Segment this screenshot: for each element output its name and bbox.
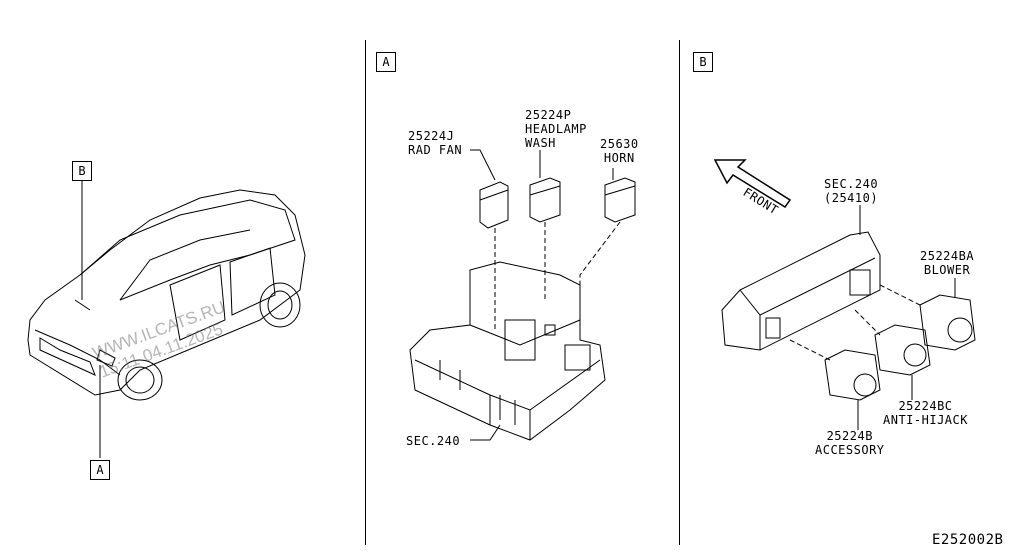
diagram-id: E252002B: [932, 532, 1004, 548]
panel-b-tag: B: [693, 52, 713, 72]
panel-divider-2: [679, 40, 680, 545]
callout-a-tag: A: [90, 460, 110, 480]
relays-b: [824, 294, 976, 401]
relays-a: [479, 177, 636, 229]
panel-a-tag: A: [376, 52, 396, 72]
section-label-a: SEC.240: [406, 434, 461, 448]
callout-b-tag: B: [72, 161, 92, 181]
panel-divider-1: [365, 40, 366, 545]
leader-dashes-a: [494, 221, 621, 330]
control-unit: [721, 231, 881, 351]
vehicle-illustration: [27, 180, 306, 458]
section-label-b: SEC.240 (25410): [824, 177, 879, 205]
fuse-relay-box: [409, 261, 606, 441]
